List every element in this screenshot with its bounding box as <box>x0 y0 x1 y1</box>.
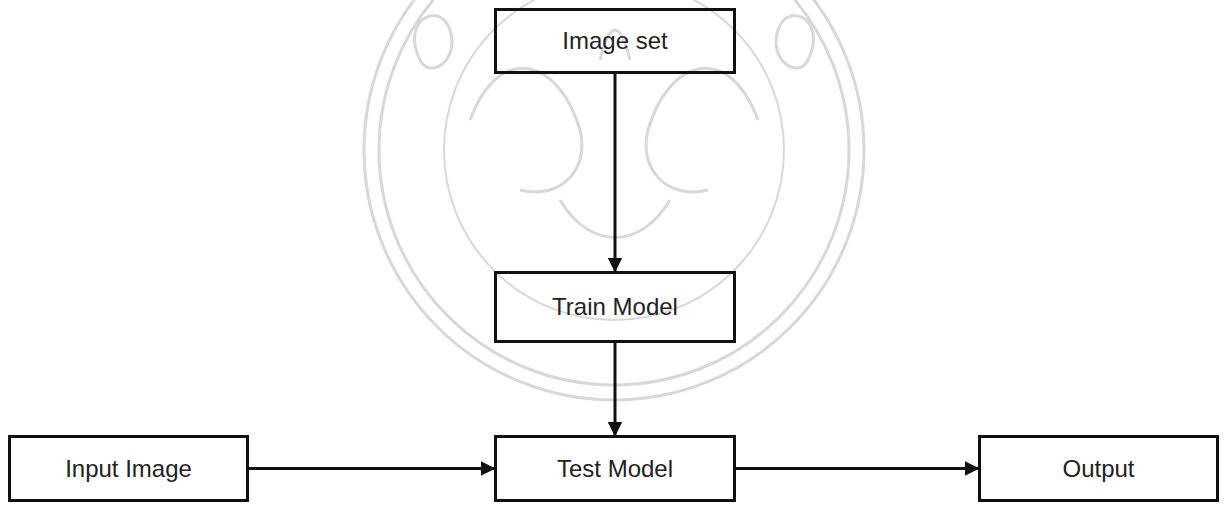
process-box: Input Image <box>8 435 249 502</box>
box-label: Output <box>1052 455 1144 483</box>
box-label: Input Image <box>55 455 202 483</box>
process-box: Train Model <box>494 271 736 343</box>
box-label: Test Model <box>547 455 683 483</box>
flow-arrow <box>614 343 617 435</box>
flow-arrow <box>249 467 494 470</box>
box-label: Train Model <box>542 293 688 321</box>
flow-arrow <box>614 74 617 271</box>
process-box: Image set <box>494 8 736 74</box>
process-box: Test Model <box>494 435 736 502</box>
flow-arrow <box>736 467 978 470</box>
box-label: Image set <box>552 27 677 55</box>
process-box: Output <box>978 435 1219 502</box>
